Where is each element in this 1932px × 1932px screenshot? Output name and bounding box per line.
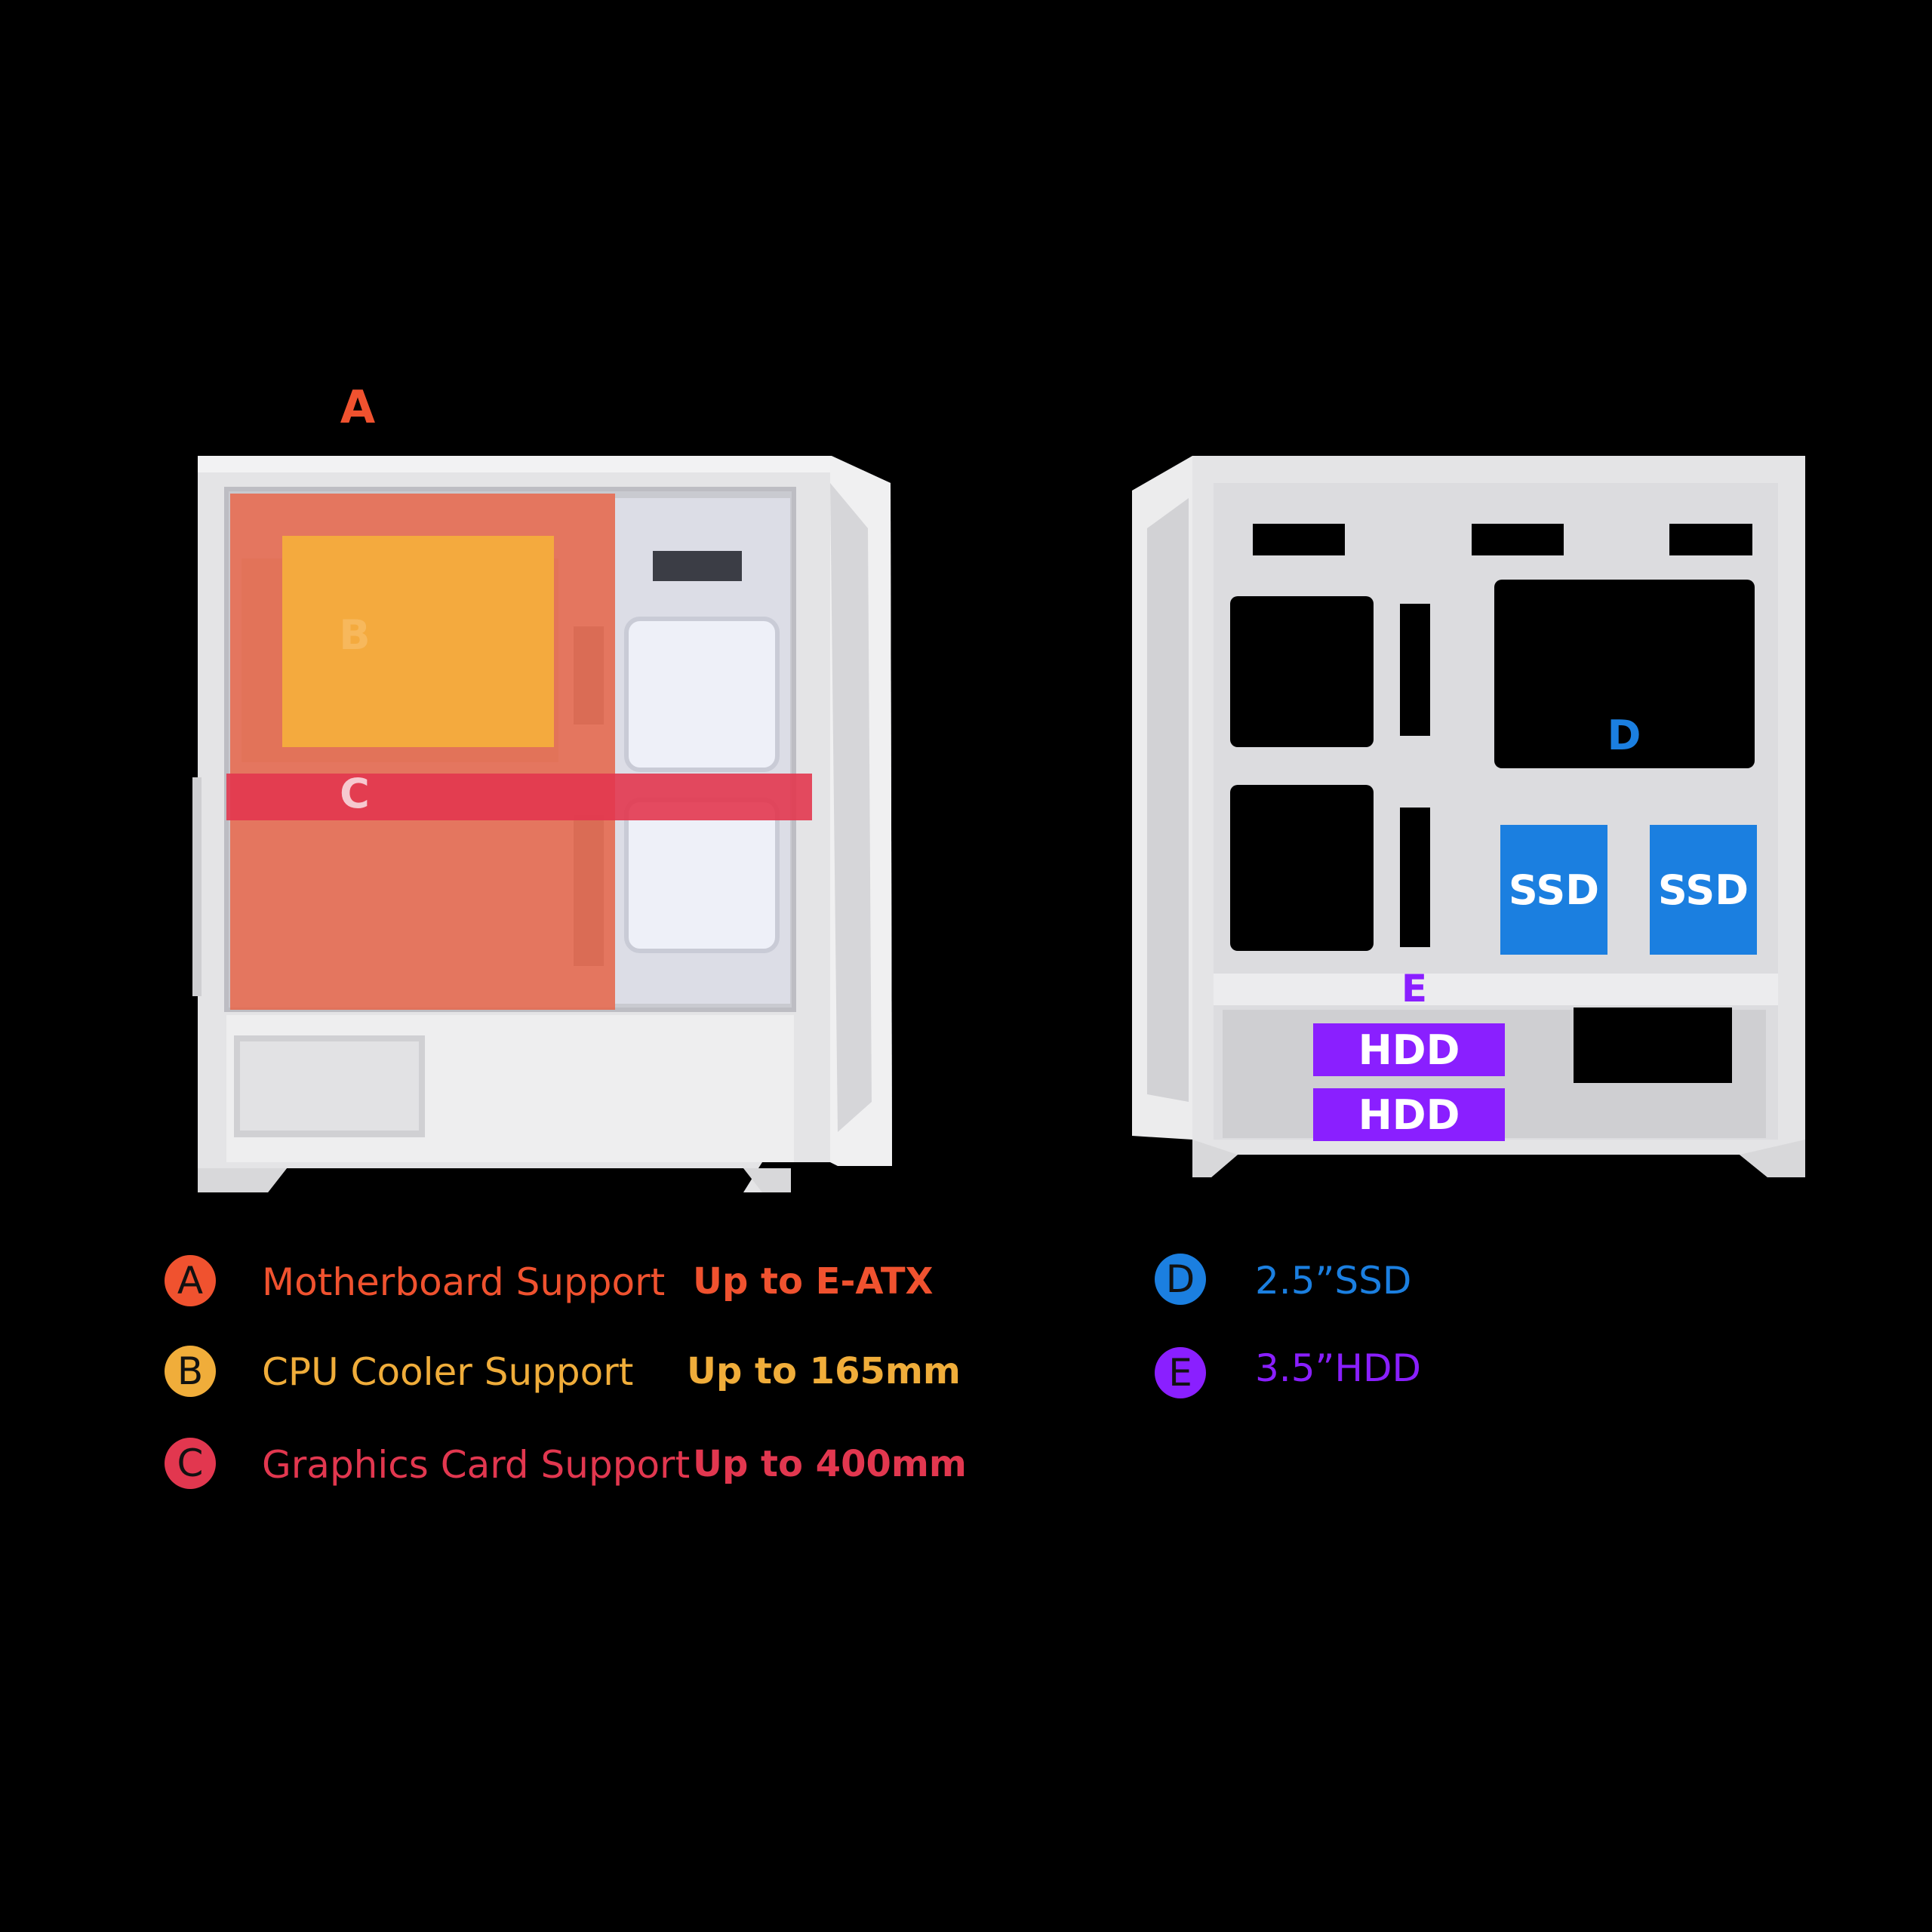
legend-badge-e: E <box>1155 1347 1206 1398</box>
zone-b-cpu-cooler-overlay <box>282 536 554 747</box>
legend-badge-b: B <box>165 1346 216 1397</box>
legend-badge-c: C <box>165 1438 216 1489</box>
ssd-tag-1: SSD <box>1500 825 1607 955</box>
legend-label-c: Graphics Card Support <box>262 1443 691 1487</box>
legend-badge-a: A <box>165 1255 216 1306</box>
zone-d-letter: D <box>1607 712 1641 759</box>
ssd-tag-2: SSD <box>1650 825 1757 955</box>
zone-c-gpu-overlay <box>226 774 812 820</box>
zone-a-letter: A <box>340 381 376 434</box>
legend-badge-d: D <box>1155 1254 1206 1305</box>
zone-c-letter: C <box>340 770 370 817</box>
legend-label-d: 2.5”SSD <box>1255 1259 1412 1303</box>
zone-e-letter: E <box>1401 967 1428 1011</box>
zone-b-letter: B <box>339 611 371 659</box>
hdd-tag-1: HDD <box>1313 1023 1505 1076</box>
legend-value-b: Up to 165mm <box>687 1350 961 1392</box>
legend-value-a: Up to E-ATX <box>693 1260 934 1303</box>
legend-value-c: Up to 400mm <box>693 1443 967 1485</box>
legend-label-a: Motherboard Support <box>262 1260 666 1304</box>
hdd-tag-2: HDD <box>1313 1088 1505 1141</box>
legend-label-e: 3.5”HDD <box>1255 1346 1422 1390</box>
legend-label-b: CPU Cooler Support <box>262 1350 634 1394</box>
